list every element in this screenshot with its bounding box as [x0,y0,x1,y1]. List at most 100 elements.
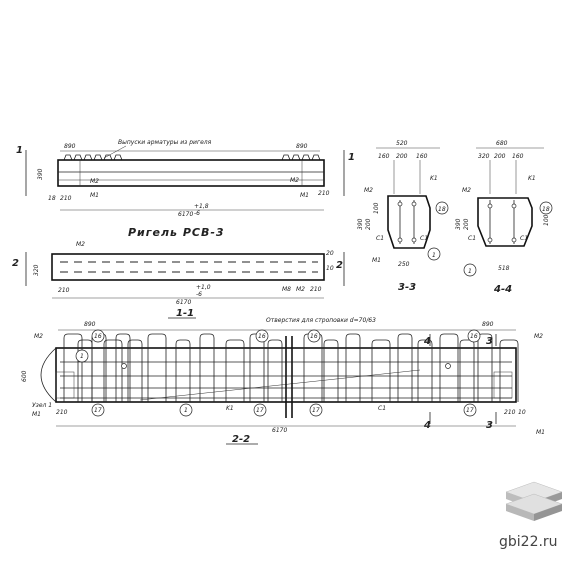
cut-mark-1-left: 1 [16,145,23,156]
label-m8: M8 [282,286,291,293]
callout-circle [91,329,105,343]
s33-c1a: C1 [376,235,384,242]
stirrup [103,339,123,402]
s44-h3: 100 [543,214,550,226]
s44-n1: 1 [468,268,472,275]
section-1-1: 1-1 Отверстия для строповки d=70/63 890 … [21,308,545,436]
callout-circle [179,403,193,417]
s11-right-bottom: 210 [504,409,516,416]
plan-left: 210 [58,287,70,294]
stirrup [147,333,167,402]
s11-note: Отверстия для строповки d=70/63 [266,317,376,324]
s11-m2-right: M2 [534,333,543,340]
stirrup [249,333,265,402]
callout-label: 17 [466,407,474,414]
s11-k1: K1 [226,405,234,412]
s33-k1: K1 [430,175,438,182]
label-m2-c: M2 [76,241,85,248]
callout-label: 16 [310,333,318,340]
s44-k1: K1 [528,175,536,182]
s44-c1a: C1 [468,235,476,242]
stirrup [199,333,215,402]
stacked-slabs-icon [505,481,563,521]
s33-n1: 1 [432,252,436,259]
s44-sub2: 200 [494,153,506,160]
callout-circle [307,329,321,343]
s11-height: 600 [21,370,28,382]
cut-mark-1-right: 1 [348,152,355,163]
callout-label: 16 [94,333,102,340]
s33-m1: M1 [372,257,381,264]
dim-height: 390 [37,168,44,180]
s33-caption: 3-3 [398,282,416,293]
stirrup [115,333,131,402]
dim-right-bottom: 210 [318,190,330,197]
callout-circle [255,329,269,343]
dim-length: 6170 [178,211,193,218]
s11-m2-left: M2 [34,333,43,340]
callout-circle [75,349,89,363]
section-3-3: 520 160 200 160 K1 M2 C1 C1 M1 18 1 390 … [357,140,449,293]
dim-left-top: 890 [64,143,76,150]
callout-label: 16 [258,333,266,340]
cut-4b: 4 [423,420,431,431]
stirrups [63,333,519,402]
plan-len: 6170 [176,299,191,306]
callout-label: 17 [94,407,102,414]
s33-c1b: C1 [420,235,428,242]
s44-m2: M2 [462,187,471,194]
stirrup [371,339,391,402]
stirrup [127,339,143,402]
callout-label: 16 [470,333,478,340]
s11-length: 6170 [272,427,287,434]
label-m2-d: M2 [296,286,305,293]
callout-circle [463,403,477,417]
s11-caption: 1-1 [176,308,194,319]
s44-h1: 390 [455,218,462,230]
label-m2-b: M2 [290,177,299,184]
s33-top: 520 [396,140,408,147]
s33-sub3: 160 [416,153,428,160]
rebar-outlets [63,154,321,161]
stirrup [303,333,323,402]
s33-bot: 250 [398,261,410,268]
label-m1-a: M1 [90,192,99,199]
s33-sub1: 160 [378,153,390,160]
beam-elevation: Выпуски арматуры из ригеля 890 890 1 1 M… [16,139,355,218]
cut-mark-2-left: 2 [12,258,19,269]
s11-right-top: 890 [482,321,494,328]
stirrup [459,339,475,402]
s11-m1-right: M1 [536,429,545,436]
plan-width: 320 [33,264,40,276]
frac-2: -6 [194,210,200,217]
cut-4a: 4 [423,336,431,347]
cut-3a: 3 [486,336,493,347]
callout-circle [91,403,105,417]
s44-bot: 518 [498,265,510,272]
stirrup [77,339,93,402]
stirrup [175,339,191,402]
label-m2-a: M2 [90,178,99,185]
s33-h2: 200 [365,218,372,230]
s11-m1-left: M1 [32,411,41,418]
s11-detail: Узел 1 [32,402,52,409]
section-4-4: 680 320 200 160 K1 M2 C1 C1 18 1 390 200… [455,140,553,295]
s33-h3: 100 [373,202,380,214]
s22-caption: 2-2 [232,434,250,445]
callout-circle [309,403,323,417]
stirrup [323,339,339,402]
stirrup [267,339,283,402]
s44-h2: 200 [463,218,470,230]
frac-4: -6 [196,291,202,298]
stirrup [397,333,413,402]
cut-mark-2-right: 2 [336,260,343,271]
stirrup [439,333,459,402]
callout-label: 1 [184,407,188,414]
top-note: Выпуски арматуры из ригеля [118,139,212,146]
site-logo-text[interactable]: gbi22.ru [499,534,558,550]
stirrup [499,339,519,402]
s11-c1: C1 [378,405,386,412]
s44-c1b: C1 [520,235,528,242]
